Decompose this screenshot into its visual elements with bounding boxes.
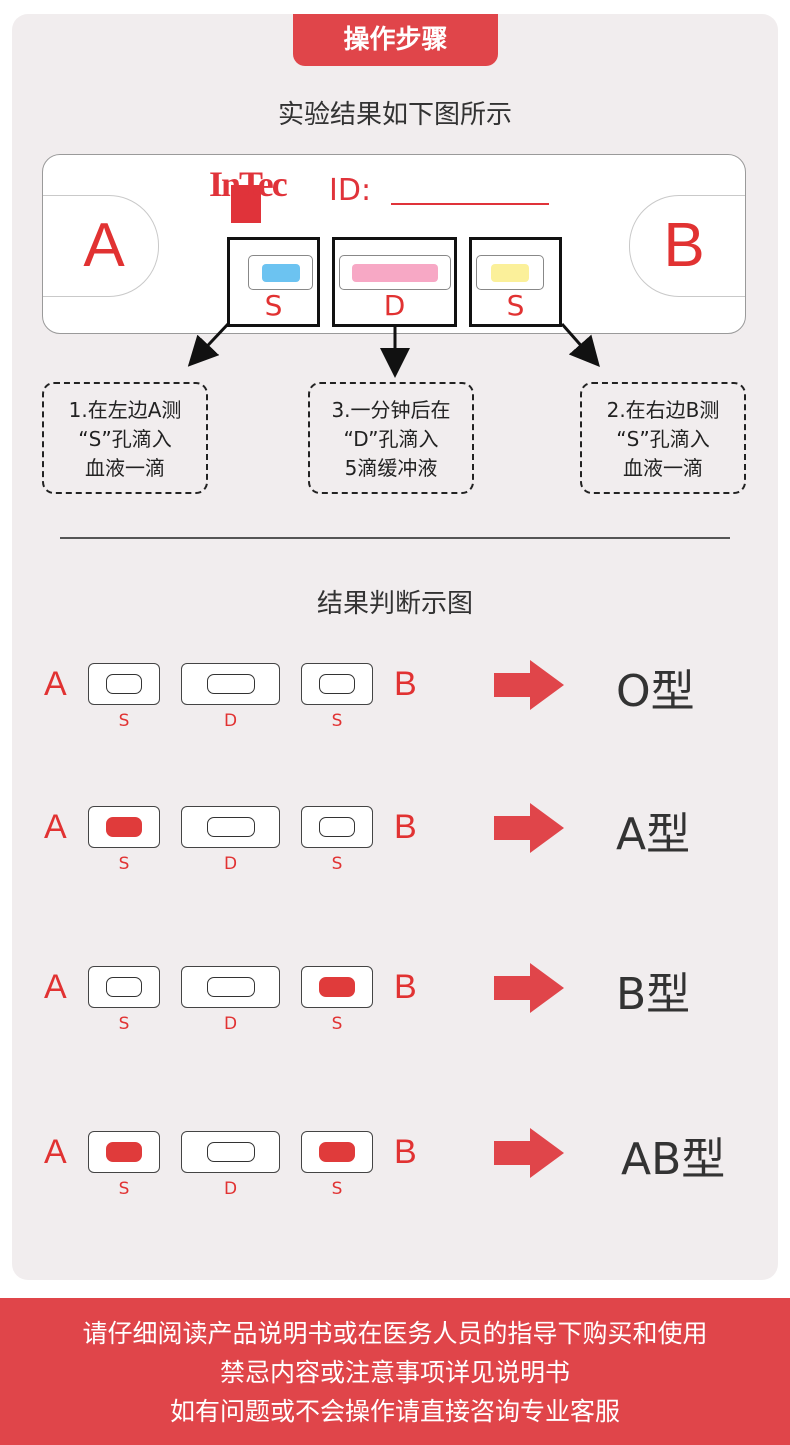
mini-pad-filled xyxy=(319,977,355,997)
step-arrows xyxy=(187,322,600,378)
mini-label-s-left: S xyxy=(118,711,130,731)
mini-well-d xyxy=(181,806,280,848)
mini-pad-filled xyxy=(106,1142,142,1162)
result-blood-type: A型 xyxy=(616,809,691,860)
note-2-line3: 血液一滴 xyxy=(623,456,703,480)
mini-well-s-left xyxy=(88,1131,160,1173)
result-blood-type: B型 xyxy=(616,969,691,1020)
section-divider xyxy=(60,537,730,539)
mini-label-d: D xyxy=(223,854,238,874)
logo-block xyxy=(231,185,261,223)
row-right-letter: B xyxy=(394,808,417,846)
mini-label-s-left: S xyxy=(118,1179,130,1199)
note-3-line1: 3.一分钟后在 xyxy=(331,398,451,422)
mini-well-d xyxy=(181,1131,280,1173)
section1-title: 实验结果如下图所示 xyxy=(277,100,512,130)
note-3-line3: 5滴缓冲液 xyxy=(344,456,438,480)
mini-well-s-left xyxy=(88,806,160,848)
note-step-3: 3.一分钟后在 “D”孔滴入 5滴缓冲液 xyxy=(308,382,474,494)
mini-pad-empty xyxy=(319,674,355,694)
footer-line1: 请仔细阅读产品说明书或在医务人员的指导下购买和使用 xyxy=(82,1319,708,1348)
well-d: D xyxy=(332,237,457,327)
left-letter: A xyxy=(83,211,125,280)
footer-banner: 请仔细阅读产品说明书或在医务人员的指导下购买和使用 禁忌内容或注意事项详见说明书… xyxy=(0,1298,790,1445)
test-card: A B InTec ID: S D S xyxy=(42,154,746,334)
well-s-left: S xyxy=(227,237,320,327)
arrow-right xyxy=(560,323,600,367)
mini-well-s-right xyxy=(301,663,373,705)
mini-label-s-right: S xyxy=(331,854,343,874)
row-left-letter: A xyxy=(44,665,67,703)
pad-fill-yellow xyxy=(491,264,529,282)
well-s-right: S xyxy=(469,237,562,327)
mini-label-d: D xyxy=(223,1179,238,1199)
note-2-line1: 2.在右边B测 xyxy=(606,398,720,422)
mini-pad-filled xyxy=(319,1142,355,1162)
pad-fill-blue xyxy=(262,264,300,282)
row-right-letter: B xyxy=(394,1133,417,1171)
well-label-d: D xyxy=(383,289,406,322)
row-right-letter: B xyxy=(394,968,417,1006)
mini-pad-filled xyxy=(106,817,142,837)
left-well-a: A xyxy=(43,195,159,297)
arrow-left xyxy=(187,322,230,367)
mini-well-d xyxy=(181,966,280,1008)
mini-well-s-left xyxy=(88,966,160,1008)
right-well-b: B xyxy=(629,195,745,297)
mini-well-s-right xyxy=(301,1131,373,1173)
mini-label-d: D xyxy=(223,1014,238,1034)
footer-line2: 禁忌内容或注意事项详见说明书 xyxy=(219,1358,570,1387)
mini-label-s-right: S xyxy=(331,1014,343,1034)
mini-pad-empty xyxy=(206,1142,255,1162)
mini-pad-empty xyxy=(319,817,355,837)
brand-logo: InTec xyxy=(209,163,309,223)
footer-line3: 如有问题或不会操作请直接咨询专业客服 xyxy=(169,1397,620,1426)
mini-label-s-left: S xyxy=(118,854,130,874)
well-label-s-left: S xyxy=(264,289,283,322)
id-underline xyxy=(391,203,549,205)
row-left-letter: A xyxy=(44,968,67,1006)
header-tab: 操作步骤 xyxy=(293,14,498,66)
note-step-1: 1.在左边A测 “S”孔滴入 血液一滴 xyxy=(42,382,208,494)
note-1-line1: 1.在左边A测 xyxy=(68,398,182,422)
logo-text: InTec xyxy=(209,164,288,204)
result-arrow-icon xyxy=(494,963,564,1013)
pad-d xyxy=(339,255,451,290)
note-3-line2: “D”孔滴入 xyxy=(343,427,439,451)
mini-pad-empty xyxy=(206,674,255,694)
mini-pad-empty xyxy=(206,977,255,997)
result-arrow-icon xyxy=(494,660,564,710)
mini-well-s-right xyxy=(301,966,373,1008)
mini-pad-empty xyxy=(206,817,255,837)
well-label-s-right: S xyxy=(506,289,525,322)
row-right-letter: B xyxy=(394,665,417,703)
mini-label-d: D xyxy=(223,711,238,731)
mini-pad-empty xyxy=(106,674,142,694)
mini-pad-empty xyxy=(106,977,142,997)
row-left-letter: A xyxy=(44,808,67,846)
note-step-2: 2.在右边B测 “S”孔滴入 血液一滴 xyxy=(580,382,746,494)
section2-title: 结果判断示图 xyxy=(316,589,473,619)
mini-well-s-right xyxy=(301,806,373,848)
note-2-line2: “S”孔滴入 xyxy=(616,427,710,451)
note-1-line3: 血液一滴 xyxy=(85,456,165,480)
result-arrow-icon xyxy=(494,1128,564,1178)
result-blood-type: AB型 xyxy=(621,1134,726,1185)
result-arrow-icon xyxy=(494,803,564,853)
pad-s-left xyxy=(248,255,313,290)
mini-label-s-right: S xyxy=(331,711,343,731)
note-1-line2: “S”孔滴入 xyxy=(78,427,172,451)
mini-well-s-left xyxy=(88,663,160,705)
result-blood-type: O型 xyxy=(616,666,695,717)
right-letter: B xyxy=(663,211,705,280)
mini-label-s-right: S xyxy=(331,1179,343,1199)
row-left-letter: A xyxy=(44,1133,67,1171)
id-label: ID: xyxy=(329,173,372,208)
pad-fill-pink xyxy=(352,264,438,282)
pad-s-right xyxy=(476,255,544,290)
mini-well-d xyxy=(181,663,280,705)
mini-label-s-left: S xyxy=(118,1014,130,1034)
